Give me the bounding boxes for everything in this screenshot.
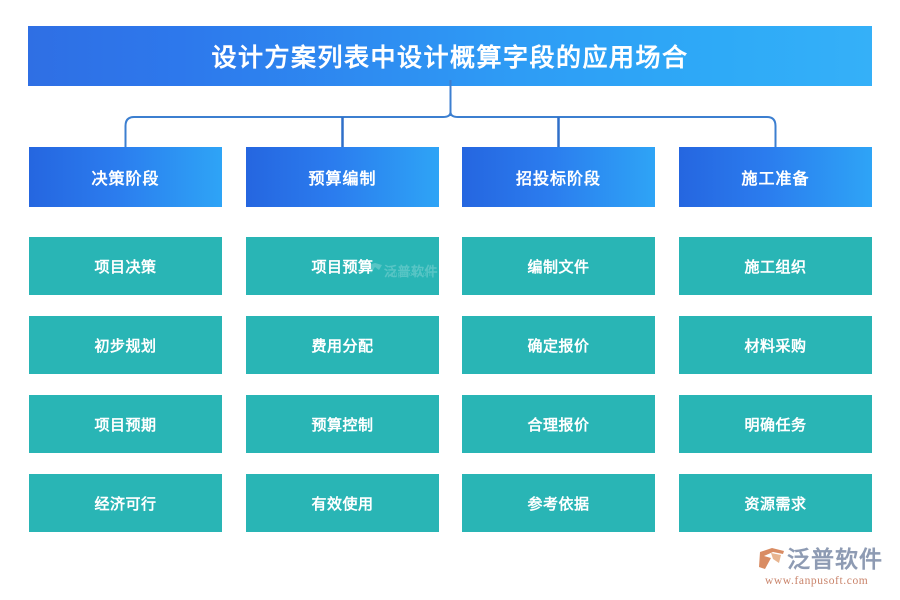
item-label: 参考依据: [527, 495, 590, 513]
item-box[interactable]: 项目决策: [29, 237, 222, 295]
brand-name: 泛普软件: [787, 545, 883, 572]
item-label: 确定报价: [527, 337, 590, 355]
category-label: 招投标阶段: [515, 171, 601, 188]
item-box[interactable]: 合理报价: [462, 395, 655, 453]
category-label: 施工准备: [741, 171, 810, 188]
item-label: 编制文件: [527, 258, 590, 276]
item-label: 施工组织: [744, 258, 807, 276]
item-label: 费用分配: [311, 337, 374, 355]
item-box[interactable]: 项目预算: [246, 237, 439, 295]
item-label: 项目预期: [94, 416, 157, 434]
category-box-3[interactable]: 施工准备: [679, 147, 872, 207]
item-box[interactable]: 明确任务: [679, 395, 872, 453]
item-label: 项目预算: [311, 258, 374, 276]
item-label: 预算控制: [311, 416, 374, 434]
item-label: 有效使用: [311, 495, 374, 513]
item-label: 项目决策: [94, 258, 157, 276]
item-box[interactable]: 确定报价: [462, 316, 655, 374]
item-label: 经济可行: [94, 495, 157, 513]
diagram-title-banner: 设计方案列表中设计概算字段的应用场合: [28, 26, 872, 86]
item-box[interactable]: 材料采购: [679, 316, 872, 374]
item-label: 合理报价: [527, 416, 590, 434]
item-box[interactable]: 参考依据: [462, 474, 655, 532]
item-box[interactable]: 有效使用: [246, 474, 439, 532]
item-box[interactable]: 项目预期: [29, 395, 222, 453]
category-label: 预算编制: [308, 171, 377, 188]
item-box[interactable]: 费用分配: [246, 316, 439, 374]
category-label: 决策阶段: [91, 171, 160, 188]
category-box-1[interactable]: 预算编制: [246, 147, 439, 207]
item-label: 明确任务: [744, 416, 807, 434]
item-label: 初步规划: [94, 337, 157, 355]
connector-bracket: [124, 80, 777, 148]
brand-url: www.fanpusoft.com: [765, 575, 869, 587]
category-box-0[interactable]: 决策阶段: [29, 147, 222, 207]
item-box[interactable]: 经济可行: [29, 474, 222, 532]
item-box[interactable]: 初步规划: [29, 316, 222, 374]
brand-logo-row: 泛普软件: [757, 545, 897, 573]
item-label: 资源需求: [744, 495, 807, 513]
item-label: 材料采购: [744, 337, 807, 355]
item-box[interactable]: 编制文件: [462, 237, 655, 295]
fanpu-logo-icon: [759, 548, 784, 569]
category-box-2[interactable]: 招投标阶段: [462, 147, 655, 207]
item-box[interactable]: 预算控制: [246, 395, 439, 453]
page-title: 设计方案列表中设计概算字段的应用场合: [211, 44, 689, 72]
brand-logo: 泛普软件 www.fanpusoft.com: [757, 545, 897, 591]
item-box[interactable]: 施工组织: [679, 237, 872, 295]
item-box[interactable]: 资源需求: [679, 474, 872, 532]
